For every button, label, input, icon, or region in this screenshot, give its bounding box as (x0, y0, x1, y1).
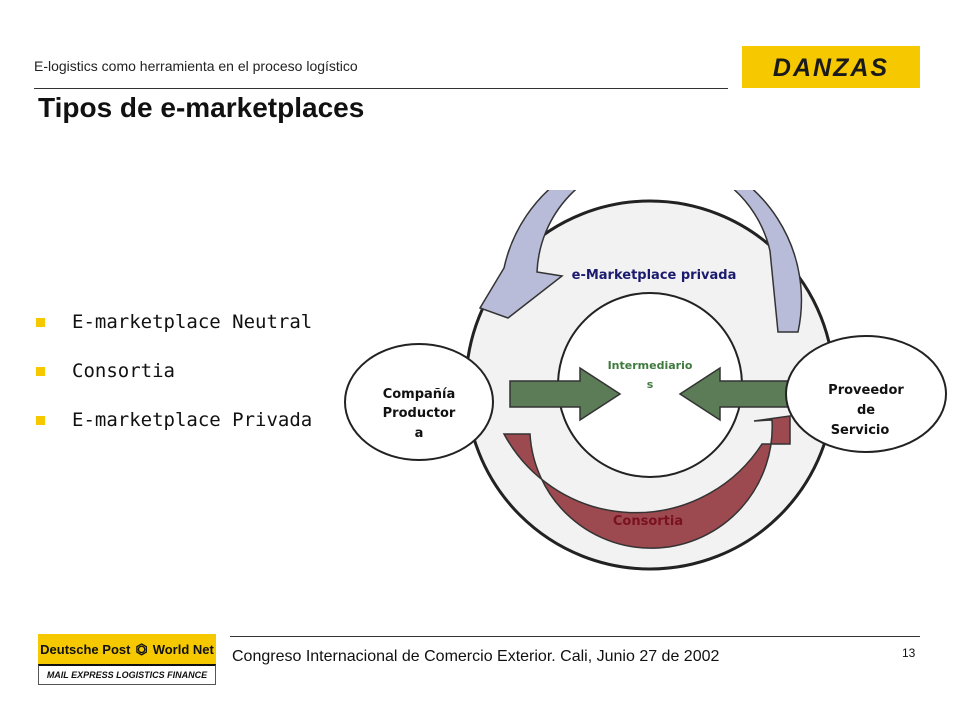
bullet-item: E-marketplace Privada (36, 404, 312, 453)
footer-divider (230, 636, 920, 637)
intermediaries-label-line1: Intermediario (608, 359, 693, 372)
producer-to-intermediary-arrow (509, 366, 622, 422)
footer-text: Congreso Internacional de Comercio Exter… (232, 648, 720, 665)
marketplace-diagram: Compañía Productor a Proveedor de Servic… (344, 190, 947, 571)
square-bullet-icon (36, 416, 45, 425)
producer-node (344, 343, 494, 461)
svg-text:DANZAS: DANZAS (773, 54, 889, 82)
provider-to-intermediary-arrow (678, 366, 789, 422)
logo-right-text: World Net (152, 641, 214, 657)
producer-label-line3: a (415, 426, 424, 441)
consortia-arrow (502, 415, 791, 549)
square-bullet-icon (36, 318, 45, 327)
producer-label-line1: Compañía (383, 387, 456, 402)
bullet-text: E-marketplace Privada (72, 409, 313, 431)
danzas-logo: DANZAS (742, 46, 920, 88)
logo-tagline: MAIL EXPRESS LOGISTICS FINANCE (38, 664, 216, 685)
private-marketplace-label: e-Marketplace privada (572, 268, 737, 283)
slide-title: Tipos de e-marketplaces (38, 92, 365, 123)
danzas-logo-wordmark: DANZAS (773, 54, 889, 82)
provider-label-line2: de (857, 403, 875, 418)
bullet-item: Consortia (36, 355, 312, 404)
provider-label-line1: Proveedor (828, 383, 904, 398)
deutsche-post-logo-band: Deutsche Post ⏣ World Net (38, 634, 216, 664)
bullet-list: E-marketplace Neutral Consortia E-market… (36, 306, 312, 453)
header-divider (34, 88, 728, 89)
logo-left-text: Deutsche Post (40, 641, 131, 657)
bullet-text: Consortia (72, 360, 175, 382)
bullet-item: E-marketplace Neutral (36, 306, 312, 355)
page-number: 13 (902, 646, 916, 660)
deutsche-post-logo: Deutsche Post ⏣ World Net MAIL EXPRESS L… (38, 634, 216, 685)
consortia-label: Consortia (613, 514, 683, 529)
producer-label-line2: Productor (383, 406, 456, 421)
intermediaries-label-line2: s (647, 378, 654, 391)
square-bullet-icon (36, 367, 45, 376)
provider-node (785, 335, 947, 453)
private-marketplace-arrow (478, 190, 803, 333)
post-horn-icon: ⏣ (135, 640, 148, 657)
bullet-text: E-marketplace Neutral (72, 311, 313, 333)
provider-label-line3: Servicio (831, 423, 890, 438)
header-caption: E-logistics como herramienta en el proce… (34, 58, 358, 74)
